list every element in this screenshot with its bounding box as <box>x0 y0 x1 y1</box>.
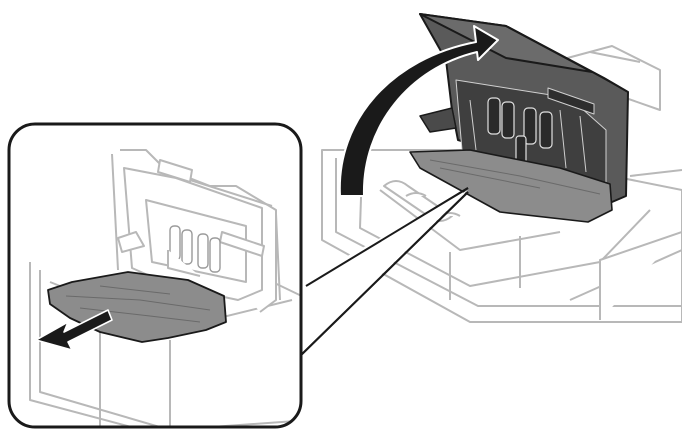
adf-rollers <box>487 97 553 167</box>
curved-open-arrow-icon <box>338 25 499 197</box>
detail-callout <box>7 122 303 429</box>
jammed-paper-main <box>409 149 613 223</box>
callout-border <box>7 122 303 429</box>
adf-cover-open <box>419 13 629 215</box>
printer-main-view <box>321 13 682 323</box>
callout-pointer-notch <box>300 190 468 354</box>
pull-out-arrow-icon <box>35 309 113 351</box>
